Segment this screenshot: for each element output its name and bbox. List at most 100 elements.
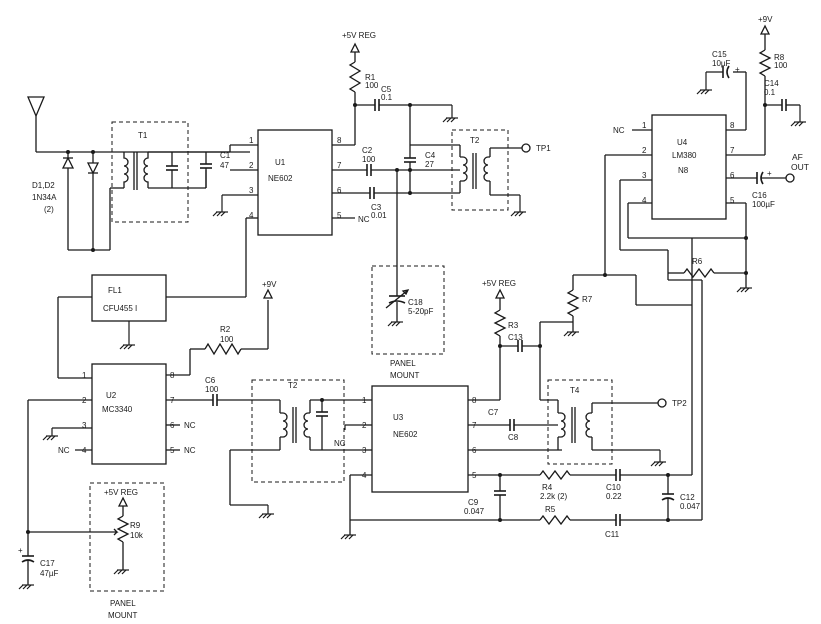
v9-top-label: +9V <box>758 15 773 24</box>
u4-pin4: 4 <box>642 196 647 205</box>
resistor-r1 <box>348 61 362 93</box>
t4-shield <box>547 379 613 465</box>
u4-part: LM380 <box>672 151 697 160</box>
c18-value: 5-20pF <box>408 307 433 316</box>
filter-fl1 <box>91 274 167 322</box>
capacitor-internal-t1 <box>166 152 178 188</box>
u2-nc-pin4: NC <box>58 446 70 455</box>
t1-shield <box>111 121 189 223</box>
c6-value: 100 <box>205 385 219 394</box>
fl1-ref: FL1 <box>108 286 122 295</box>
transformer-t2-top <box>459 145 522 196</box>
c18-panel-box <box>371 265 445 355</box>
u1-pin4: 4 <box>249 211 254 220</box>
capacitor-internal-t2-bottom <box>316 400 328 450</box>
c2-value: 100 <box>362 155 376 164</box>
c12-value: 0.047 <box>680 502 701 511</box>
r1-value: 100 <box>365 81 379 90</box>
resistor-r7 <box>566 289 580 317</box>
c14-ref: C14 <box>764 79 779 88</box>
u4-pin1: 1 <box>642 121 647 130</box>
c1-value: 47 <box>220 161 229 170</box>
u1-pin1: 1 <box>249 136 254 145</box>
d1d2-part: 1N34A <box>32 193 57 202</box>
u1-pin6: 6 <box>337 186 342 195</box>
u2-nc-pin5: NC <box>184 446 196 455</box>
u4-pin2: 2 <box>642 146 647 155</box>
t2-nc: NC <box>334 439 346 448</box>
capacitor-c12 <box>661 475 675 520</box>
r8-value: 100 <box>774 61 788 70</box>
ground-t1 <box>212 194 258 217</box>
d1d2-qty: (2) <box>44 205 54 214</box>
c5-ref: C5 <box>381 85 392 94</box>
r1-ref: R1 <box>365 73 376 82</box>
vreg-top-label: +5V REG <box>342 31 376 40</box>
vreg-mid-label: +5V REG <box>482 279 516 288</box>
r9-value: 10k <box>130 531 144 540</box>
r2-ref: R2 <box>220 325 231 334</box>
r4-ref: R4 <box>542 483 553 492</box>
potentiometer-r9 <box>116 515 130 543</box>
u4-pin5: 5 <box>730 196 735 205</box>
capacitor-c4 <box>404 145 416 193</box>
u2-pin1: 1 <box>82 371 87 380</box>
t2-ref-top: T2 <box>470 136 480 145</box>
panel-mount-1-line2: MOUNT <box>390 371 419 380</box>
panel-mount-2-line2: MOUNT <box>108 611 137 620</box>
fl1-part: CFU455 I <box>103 304 137 313</box>
ground-u2-pin3 <box>42 427 92 441</box>
ground-t2-bottom <box>258 505 274 519</box>
c11-ref: C11 <box>605 530 620 539</box>
transformer-t2-bottom <box>229 399 362 506</box>
c4-ref: C4 <box>425 151 436 160</box>
u4-nc: NC <box>613 126 625 135</box>
r4-value: 2.2k (2) <box>540 492 567 501</box>
c17-value: 47µF <box>40 569 59 578</box>
ground-c14 <box>790 105 806 127</box>
resistor-r4 <box>539 469 571 481</box>
c17-plus: + <box>18 546 23 555</box>
c9-ref: C9 <box>468 498 479 507</box>
u1-pin8: 8 <box>337 136 342 145</box>
variable-capacitor-c18 <box>385 285 410 322</box>
c5-value: 0.1 <box>381 93 393 102</box>
ground-u4 <box>736 287 752 293</box>
tp2-terminal <box>657 398 667 408</box>
tp2-label: TP2 <box>672 399 687 408</box>
c16-value: 100µF <box>752 200 775 209</box>
capacitor-c17 <box>21 532 35 585</box>
u1-nc: NC <box>358 215 370 224</box>
v9-top-arrow <box>759 24 771 35</box>
resistor-r6 <box>683 267 715 279</box>
u2-pin3: 3 <box>82 421 87 430</box>
ground-c17 <box>18 584 34 590</box>
ground-c18 <box>387 321 403 327</box>
ground-u3-pin4 <box>340 534 356 540</box>
d1d2-ref: D1,D2 <box>32 181 55 190</box>
ic-u2 <box>91 363 167 465</box>
u1-pin3: 3 <box>249 186 254 195</box>
transformer-t4 <box>557 400 660 451</box>
r5-ref: R5 <box>545 505 556 514</box>
v9-mid-arrow <box>262 288 274 299</box>
c3-value: 0.01 <box>371 211 387 220</box>
resistor-r8 <box>758 49 772 77</box>
ic-u3 <box>371 385 469 493</box>
u4-pin8: 8 <box>730 121 735 130</box>
c16-plus: + <box>767 169 772 178</box>
diode-d1 <box>61 152 75 250</box>
panel-mount-2-line1: PANEL <box>110 599 136 608</box>
c4-value: 27 <box>425 160 434 169</box>
ground-fl1 <box>119 321 135 350</box>
u4-pin7: 7 <box>730 146 735 155</box>
ground-t4 <box>650 450 666 467</box>
ground-r9 <box>113 569 129 575</box>
vreg-bottom-arrow <box>117 496 129 507</box>
c2-ref: C2 <box>362 146 373 155</box>
vreg-bottom-label: +5V REG <box>104 488 138 497</box>
r9-wiper <box>110 528 119 536</box>
ic-u1 <box>257 129 333 236</box>
